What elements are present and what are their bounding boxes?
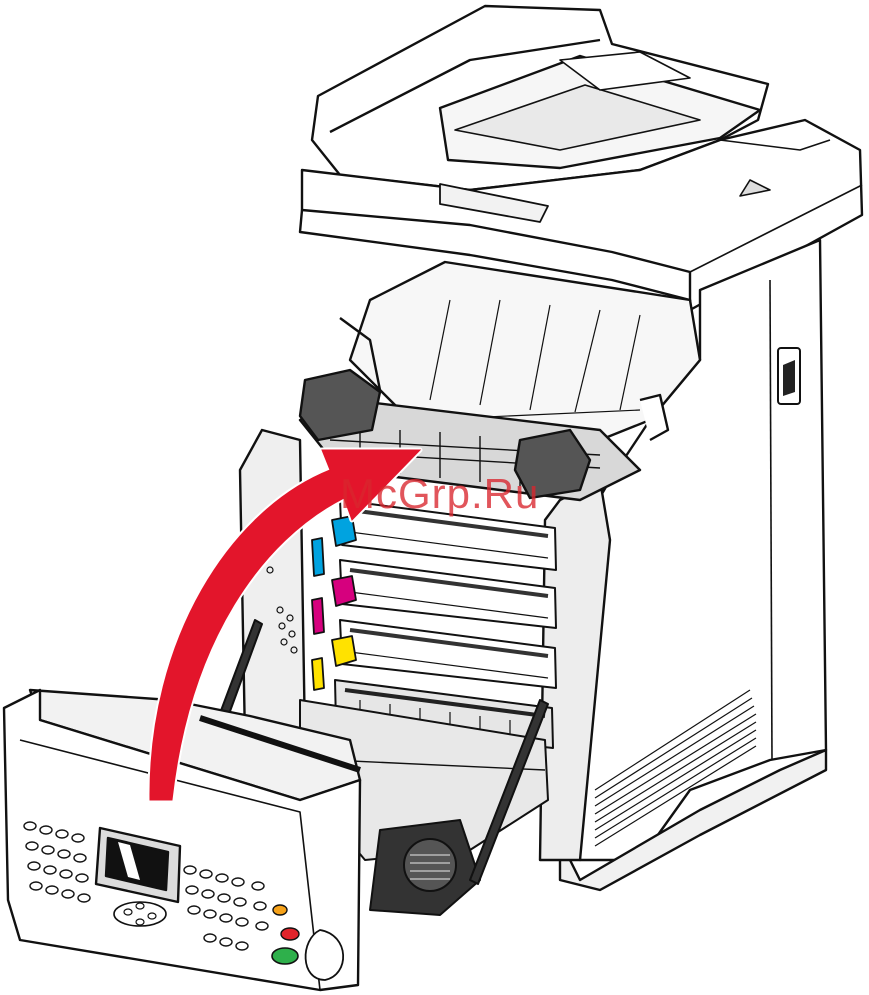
toner-tab-magenta [332, 576, 356, 606]
toner-tab-yellow-side [312, 658, 324, 690]
orange-button [273, 905, 287, 915]
red-stop-button [281, 928, 299, 940]
left-latch [300, 370, 380, 440]
toner-tab-cyan-side [312, 538, 324, 576]
toner-tab-magenta-side [312, 598, 324, 634]
toner-tab-yellow [332, 636, 356, 666]
left-frame [240, 430, 305, 760]
gear-wheel [404, 839, 456, 891]
green-start-button [272, 948, 298, 964]
